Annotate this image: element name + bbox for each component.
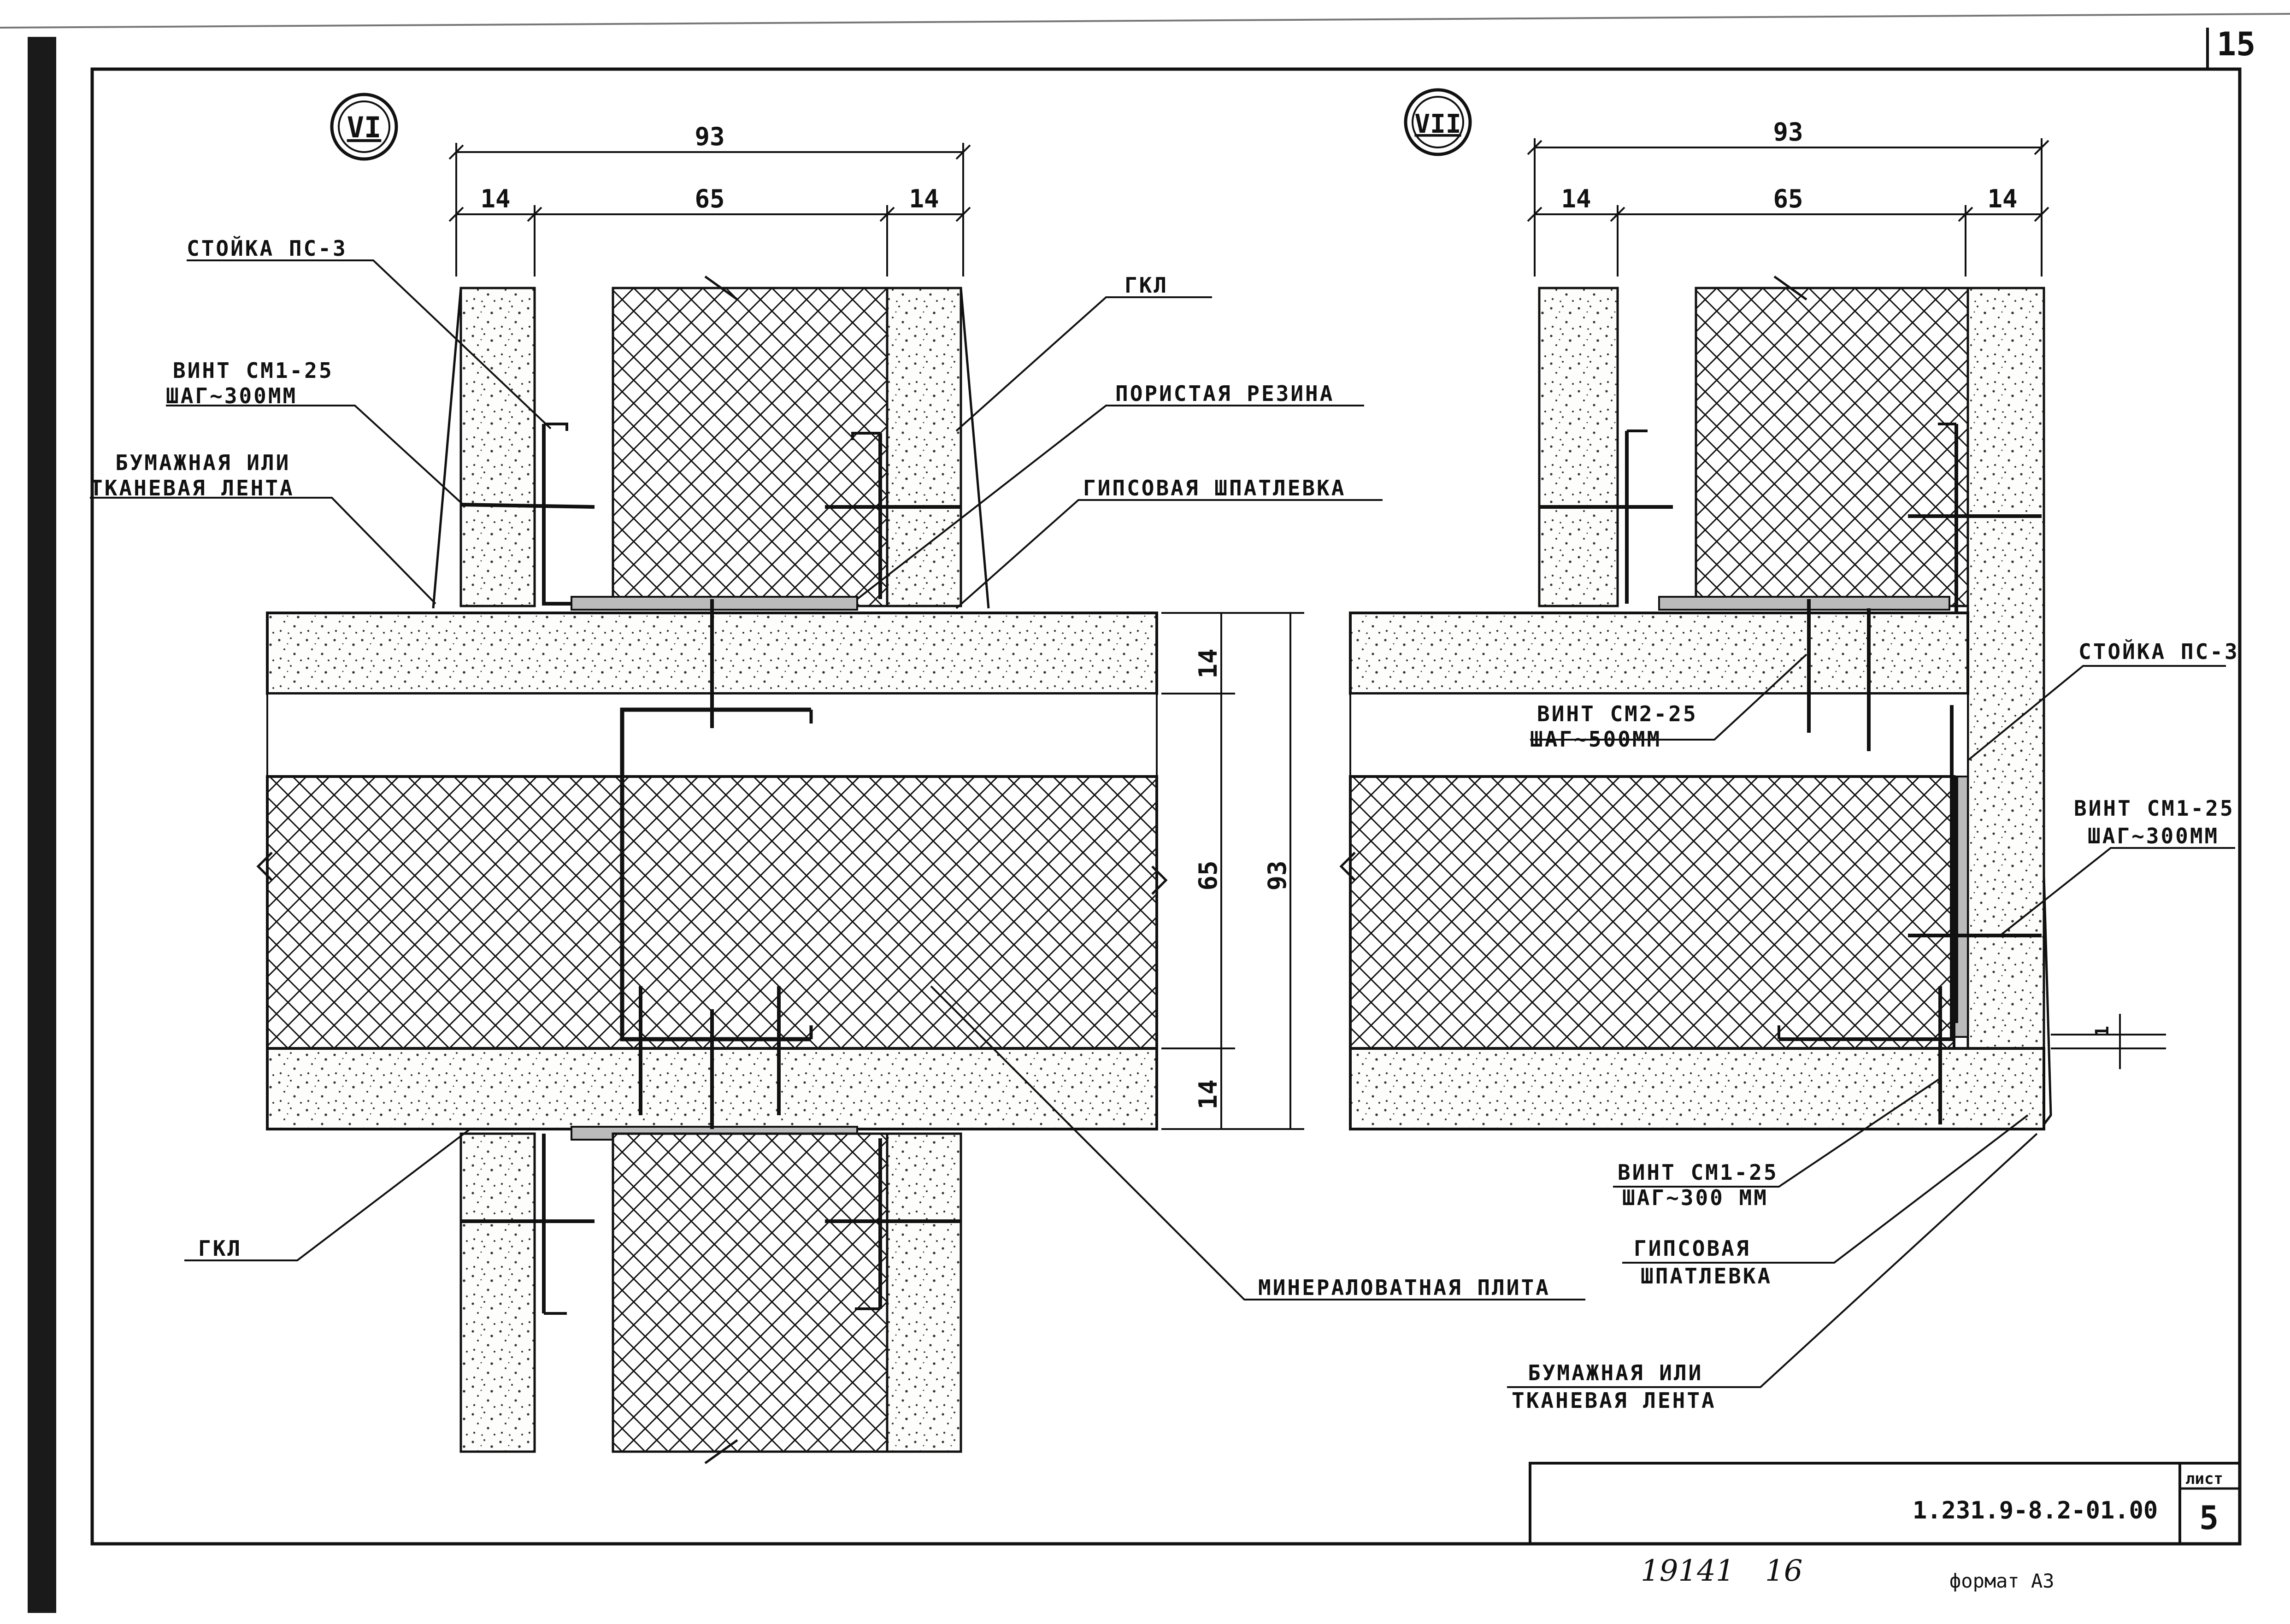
gkl-board bbox=[886, 287, 962, 607]
dim-mid-vi: 65 bbox=[695, 184, 724, 213]
label-screw2-vii-2: ШАГ~500ММ bbox=[1530, 727, 1661, 752]
mineral-wool-slab bbox=[1695, 287, 1969, 607]
label-gkl-bottom-vi: ГКЛ bbox=[198, 1236, 242, 1261]
dim-total-vi: 93 bbox=[695, 122, 724, 151]
label-screw-vii-b2: ШАГ~300 ММ bbox=[1622, 1185, 1768, 1210]
title-block: 1.231.9-8.2-01.00 лист 5 bbox=[1529, 1462, 2241, 1545]
gkl-board bbox=[1349, 612, 1969, 695]
gkl-board bbox=[886, 1132, 962, 1453]
label-tape-vi-1: БУМАЖНАЯ ИЛИ bbox=[115, 450, 290, 475]
detail-vii: VII 93 14 65 14 bbox=[1339, 88, 2239, 1413]
mineral-wool-slab bbox=[612, 287, 889, 607]
detail-vi: VI 93 14 65 14 bbox=[90, 93, 1585, 1465]
gkl-board bbox=[1349, 1047, 2045, 1130]
handwritten-count: 16 bbox=[1765, 1554, 1802, 1588]
stud-profile bbox=[620, 707, 811, 1041]
label-screw2-vii-1: ВИНТ СМ2-25 bbox=[1537, 701, 1698, 726]
label-screw-vii-r2: ШАГ~300ММ bbox=[2088, 824, 2219, 848]
vdim-total-vi: 93 bbox=[1263, 860, 1292, 890]
porous-rubber bbox=[571, 596, 858, 611]
air-gap bbox=[1349, 693, 1969, 777]
dim-left-vii: 14 bbox=[1561, 184, 1591, 213]
leaders-vi bbox=[90, 259, 1585, 1300]
dim-small-vii: 1 bbox=[2092, 1026, 2113, 1037]
label-screw-vi-1: ВИНТ СМ1-25 bbox=[173, 358, 334, 383]
leaders-vii bbox=[1507, 653, 2235, 1388]
gkl-board bbox=[459, 287, 536, 607]
vdim-top-vi: 14 bbox=[1194, 648, 1223, 678]
dimension-top bbox=[448, 143, 971, 277]
dim-right-vii: 14 bbox=[1987, 184, 2017, 213]
screws-vii bbox=[1539, 505, 2042, 1124]
dim-total-vii: 93 bbox=[1773, 118, 1803, 147]
gkl-board bbox=[1966, 287, 2045, 1050]
label-putty-vi: ГИПСОВАЯ ШПАТЛЕВКА bbox=[1083, 476, 1346, 500]
break-mark bbox=[704, 1439, 738, 1465]
label-tape-vi-2: ТКАНЕВАЯ ЛЕНТА bbox=[90, 476, 294, 500]
binding-strip bbox=[28, 37, 56, 1613]
vdim-mid-vi: 65 bbox=[1194, 860, 1223, 890]
sheet-frame bbox=[90, 67, 2242, 1546]
porous-rubber bbox=[1658, 596, 1950, 611]
page-number: 15 bbox=[2217, 25, 2255, 63]
mineral-wool-slab bbox=[1349, 775, 1955, 1050]
label-stud-vi: СТОЙКА ПС-3 bbox=[187, 236, 347, 261]
list-number: 5 bbox=[2199, 1499, 2219, 1537]
label-putty-vii-2: ШПАТЛЕВКА bbox=[1641, 1264, 1772, 1289]
dim-mid-vii: 65 bbox=[1773, 184, 1803, 213]
label-tape-vii-1: БУМАЖНАЯ ИЛИ bbox=[1528, 1360, 1703, 1385]
label-tape-vii-2: ТКАНЕВАЯ ЛЕНТА bbox=[1512, 1388, 1716, 1413]
detail-marker-circle bbox=[330, 93, 398, 161]
mineral-wool-slab bbox=[612, 1132, 889, 1453]
label-rubber-vi: ПОРИСТАЯ РЕЗИНА bbox=[1115, 381, 1334, 406]
break-mark bbox=[1773, 275, 1807, 301]
gkl-board bbox=[459, 1132, 536, 1453]
break-mark bbox=[704, 275, 738, 301]
list-label: лист bbox=[2185, 1470, 2223, 1488]
mineral-wool-slab bbox=[266, 775, 1158, 1050]
dimension-small bbox=[2051, 1014, 2166, 1069]
label-screw-vii-b1: ВИНТ СМ1-25 bbox=[1618, 1160, 1778, 1185]
label-screw-vii-r1: ВИНТ СМ1-25 bbox=[2074, 796, 2235, 821]
detail-marker-circle bbox=[1404, 88, 1472, 156]
label-screw-vi-2: ШАГ~300ММ bbox=[166, 383, 297, 408]
detail-marker-vii: VII bbox=[1414, 109, 1461, 139]
doc-code: 1.231.9-8.2-01.00 bbox=[1913, 1497, 2158, 1524]
dimension-right bbox=[1161, 612, 1304, 1130]
detail-marker-vi: VI bbox=[347, 111, 382, 144]
label-stud-vii: СТОЙКА ПС-3 bbox=[2078, 639, 2239, 664]
screws-vi bbox=[460, 503, 961, 1223]
handwritten-number: 19141 bbox=[1641, 1554, 1735, 1588]
label-putty-vii-1: ГИПСОВАЯ bbox=[1634, 1236, 1751, 1261]
vdim-bot-vi: 14 bbox=[1194, 1079, 1223, 1109]
label-mineral-vi: МИНЕРАЛОВАТНАЯ ПЛИТА bbox=[1258, 1275, 1550, 1300]
dim-right-vi: 14 bbox=[909, 184, 939, 213]
label-gkl-top-vi: ГКЛ bbox=[1124, 273, 1168, 298]
dimension-top bbox=[1527, 138, 2049, 277]
stud-profile bbox=[542, 424, 613, 606]
gkl-board bbox=[1538, 287, 1619, 607]
top-scan-edge bbox=[0, 13, 2290, 29]
dim-left-vi: 14 bbox=[480, 184, 510, 213]
format-text: формат А3 bbox=[1949, 1570, 2055, 1592]
